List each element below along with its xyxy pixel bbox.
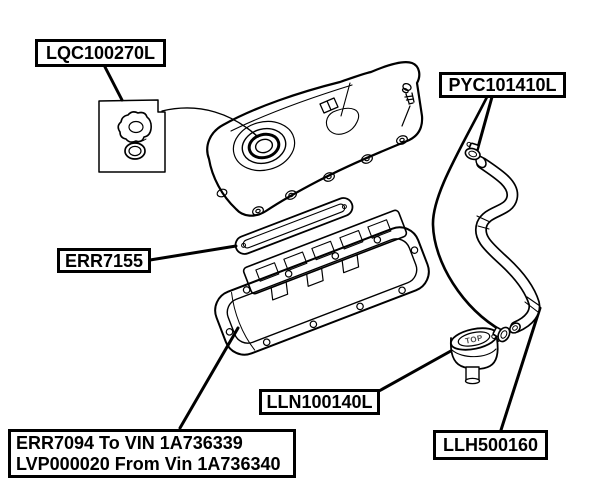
hose-clamp-bottom (491, 326, 511, 343)
part-label-oil-filler-cap: LQC100270L (35, 39, 166, 67)
hose-open-end (509, 322, 521, 334)
leader-line-gasket-small (148, 244, 238, 262)
part-number-text: ERR7155 (64, 250, 144, 271)
leader-line-clamp-top (475, 95, 494, 153)
leader-line-clamp-bottom (431, 95, 504, 333)
part-label-gasket-small: ERR7155 (57, 248, 151, 273)
hose-cuff-upper (476, 215, 491, 230)
part-label-hose: LLH500160 (433, 430, 548, 460)
hose-cuff-elbow (524, 296, 541, 313)
hose-clamp-top (464, 141, 481, 161)
part-label-hose-clamps: PYC101410L (439, 72, 566, 98)
leader-line-hose (499, 306, 542, 432)
inset-box (98, 99, 259, 173)
part-number-text: PYC101410L (448, 75, 557, 95)
breather-valve-drawing: TOP (449, 327, 511, 385)
hose-drawing (474, 155, 541, 334)
screw-pointer-line (401, 105, 411, 127)
valve-cover-drawing (206, 61, 424, 217)
part-label-breather-valve: LLN100140L (259, 389, 380, 415)
part-label-gasket-main: ERR7094 To VIN 1A736339 LVP000020 From V… (8, 429, 296, 478)
inset-leader-line (161, 107, 259, 138)
gasket-main-drawing (214, 226, 430, 356)
part-number-text: LQC100270L (45, 43, 156, 63)
leader-line-breather (377, 345, 460, 393)
gasket-small-drawing (234, 197, 354, 255)
part-number-text: LLN100140L (266, 392, 373, 412)
leader-line-oil-cap (103, 65, 124, 102)
leader-line-gasket-main (178, 326, 240, 430)
breather-stem (464, 366, 481, 385)
part-number-text-line2: LVP000020 From Vin 1A736340 (16, 453, 281, 474)
part-number-text: LLH500160 (442, 435, 539, 455)
baffle-plate-drawing (242, 209, 408, 301)
breather-top-marking: TOP (464, 333, 483, 346)
screw-drawing (401, 82, 415, 127)
o-ring-drawing (124, 142, 146, 160)
oil-filler-cap-drawing (117, 111, 152, 143)
part-number-text-line1: ERR7094 To VIN 1A736339 (16, 432, 243, 453)
